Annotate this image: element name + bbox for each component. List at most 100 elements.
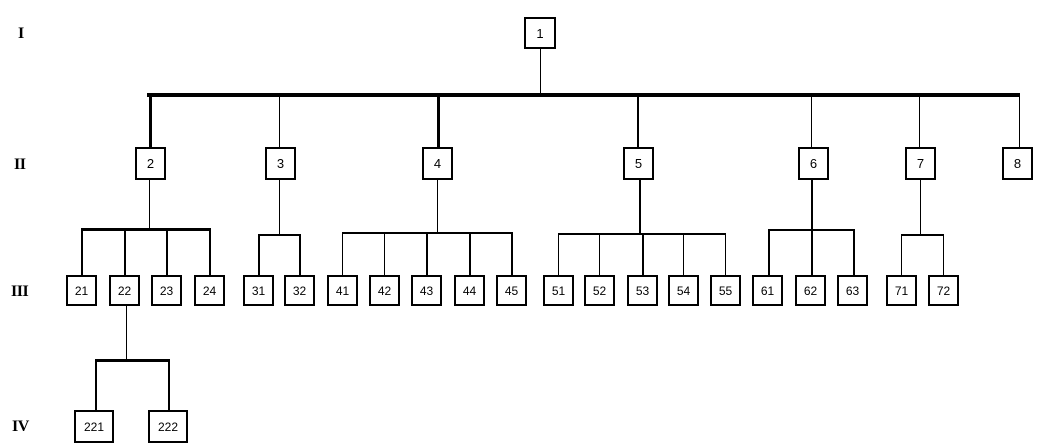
tree-node-label: 2 [146,156,155,171]
tree-node-label: 31 [251,283,266,298]
level-label-iii: III [11,283,29,300]
tree-node-222[interactable]: 222 [148,410,188,443]
connector-line [639,180,641,233]
tree-node-label: 62 [803,283,818,298]
tree-node-label: 72 [936,283,951,298]
tree-node-label: 61 [760,283,775,298]
tree-node-23[interactable]: 23 [151,275,182,306]
connector-line [1019,93,1020,147]
tree-node-62[interactable]: 62 [795,275,826,306]
connector-line [149,93,152,147]
tree-node-4[interactable]: 4 [422,147,453,180]
connector-line [642,233,644,275]
tree-node-label: 1 [536,25,544,41]
tree-node-6[interactable]: 6 [798,147,829,180]
connector-line [258,234,260,275]
tree-node-72[interactable]: 72 [928,275,959,306]
tree-node-1[interactable]: 1 [524,17,556,49]
tree-node-label: 43 [419,283,434,298]
tree-node-221[interactable]: 221 [74,410,114,443]
tree-node-22[interactable]: 22 [109,275,140,306]
tree-node-51[interactable]: 51 [543,275,574,306]
tree-node-52[interactable]: 52 [584,275,615,306]
tree-node-5[interactable]: 5 [623,147,654,180]
connector-line [853,229,855,275]
tree-node-21[interactable]: 21 [66,275,97,306]
connector-line [299,234,301,275]
tree-node-55[interactable]: 55 [710,275,741,306]
tree-node-label: 41 [335,283,350,298]
tree-node-63[interactable]: 63 [837,275,868,306]
tree-node-label: 45 [504,283,519,298]
connector-line [920,180,921,234]
level-label-iv: IV [12,418,29,435]
tree-node-label: 71 [894,283,909,298]
tree-node-label: 24 [202,283,217,298]
connector-line [168,359,170,410]
tree-node-31[interactable]: 31 [243,275,274,306]
connector-line [95,359,168,362]
connector-line [558,233,559,275]
connector-line [558,233,725,235]
tree-node-8[interactable]: 8 [1002,147,1033,180]
connector-line [426,232,428,275]
tree-node-label: 44 [462,283,477,298]
tree-node-label: 23 [159,283,174,298]
tree-node-54[interactable]: 54 [668,275,699,306]
connector-line [81,228,83,275]
tree-node-45[interactable]: 45 [496,275,527,306]
tree-node-label: 54 [676,283,691,298]
connector-line [437,93,440,147]
connector-line [342,232,343,275]
tree-node-3[interactable]: 3 [265,147,296,180]
connector-line [279,93,280,147]
connector-line [469,232,471,275]
connector-line [599,233,600,275]
connector-line [919,93,920,147]
connector-line [126,306,127,359]
connector-line [943,234,944,275]
tree-node-44[interactable]: 44 [454,275,485,306]
tree-node-label: 52 [592,283,607,298]
connector-line [95,359,97,410]
tree-node-61[interactable]: 61 [752,275,783,306]
tree-node-53[interactable]: 53 [627,275,658,306]
level-label-i: I [18,25,24,42]
connector-line [683,233,684,275]
tree-node-label: 32 [292,283,307,298]
connector-line [540,49,541,93]
connector-line [901,234,943,236]
connector-line [166,228,168,275]
tree-node-32[interactable]: 32 [284,275,315,306]
tree-node-label: 21 [74,283,89,298]
connector-line [768,229,770,275]
connector-line [124,228,126,275]
tree-node-label: 4 [433,156,442,171]
tree-node-label: 55 [718,283,733,298]
connector-line [811,229,813,275]
tree-node-2[interactable]: 2 [135,147,166,180]
tree-node-41[interactable]: 41 [327,275,358,306]
connector-line [384,232,385,275]
connector-line [811,93,812,147]
connector-line [437,180,438,232]
tree-node-label: 3 [276,156,285,171]
connector-line [258,234,299,236]
connector-line [768,229,853,231]
connector-line [279,180,280,234]
level-label-ii: II [14,156,26,173]
tree-node-label: 22 [117,283,132,298]
connector-line [901,234,902,275]
tree-node-label: 5 [634,156,643,171]
tree-node-label: 8 [1013,156,1022,171]
connector-line [511,232,513,275]
tree-node-7[interactable]: 7 [905,147,936,180]
connector-line [147,93,1020,97]
tree-node-71[interactable]: 71 [886,275,917,306]
connector-line [209,228,211,275]
connector-line [149,180,150,228]
tree-node-42[interactable]: 42 [369,275,400,306]
tree-node-43[interactable]: 43 [411,275,442,306]
tree-node-label: 221 [83,419,105,434]
tree-node-24[interactable]: 24 [194,275,225,306]
